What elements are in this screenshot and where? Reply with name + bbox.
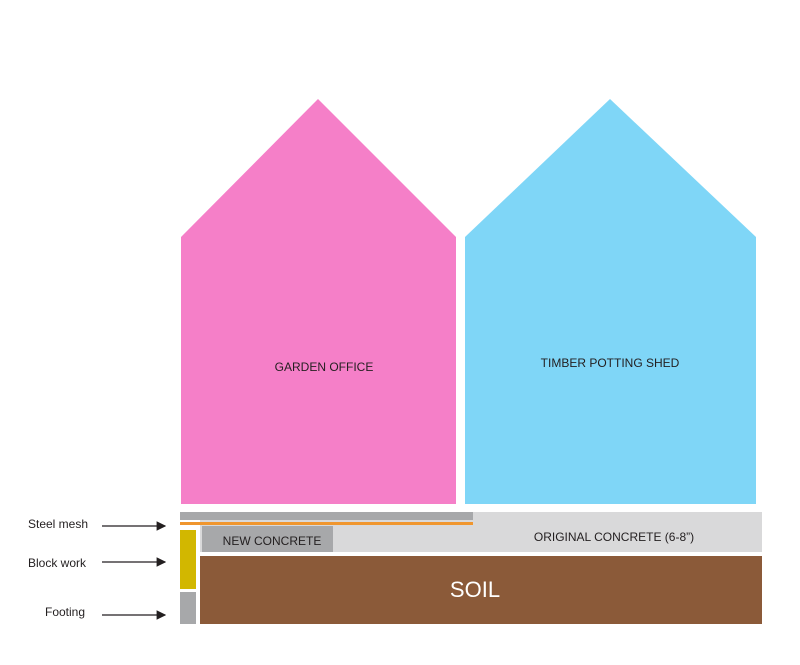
original-concrete-label: ORIGINAL CONCRETE (6-8”) <box>534 530 694 544</box>
new-concrete-slab <box>202 526 333 552</box>
block-work <box>180 530 196 589</box>
slab-cap <box>180 512 473 520</box>
soil-label: SOIL <box>450 577 500 602</box>
new-concrete-label: NEW CONCRETE <box>223 534 322 548</box>
garden-office-label: GARDEN OFFICE <box>275 360 374 374</box>
steel-mesh-annotation: Steel mesh <box>28 517 88 531</box>
footing <box>180 592 196 624</box>
footing-annotation: Footing <box>45 605 85 619</box>
block-work-annotation: Block work <box>28 556 87 570</box>
steel-mesh-line <box>180 522 473 525</box>
timber-potting-shed-shape <box>465 99 756 504</box>
garden-office-shape <box>181 99 456 504</box>
soil-layer <box>200 556 762 624</box>
timber-potting-shed-label: TIMBER POTTING SHED <box>541 356 680 370</box>
